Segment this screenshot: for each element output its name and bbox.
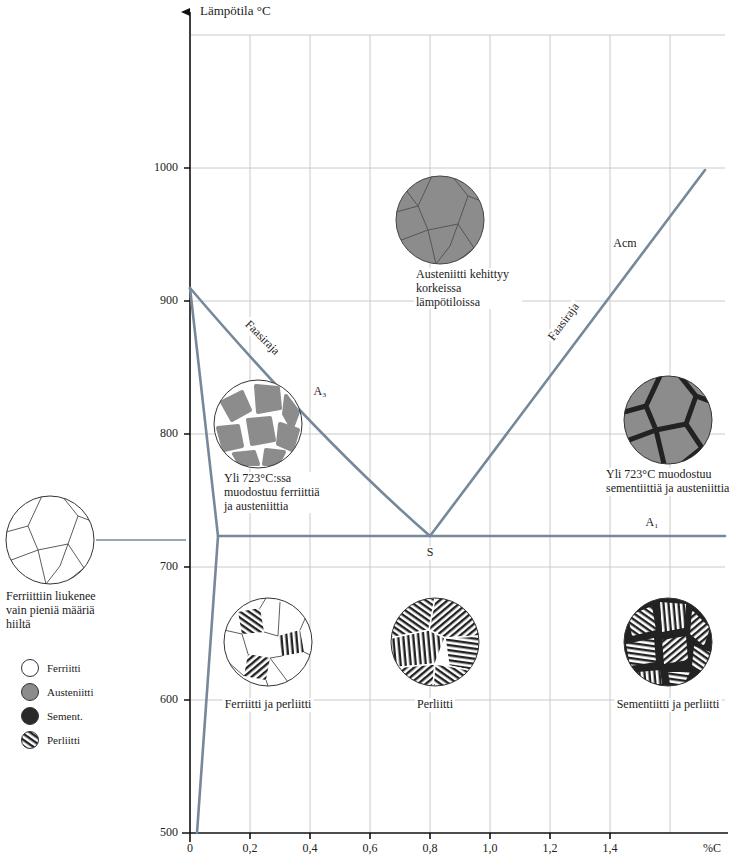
legend-row: Perliitti — [20, 730, 82, 750]
axis-unit: %C — [701, 842, 723, 856]
legend-row: Ferriitti — [20, 658, 83, 678]
legend-swatch — [20, 730, 40, 750]
tick-label: 1,4 — [601, 842, 620, 856]
cementite-pearlite-micrograph — [624, 598, 712, 686]
legend-swatch — [20, 706, 40, 726]
ferrite-austenite-micrograph — [214, 380, 302, 468]
legend-row: Sement. — [20, 706, 85, 726]
legend-text: Sement. — [45, 710, 85, 722]
ferrite-micrograph — [6, 496, 94, 584]
region-caption: Yli 723°C muodostuu sementiittiä ja aust… — [604, 468, 734, 496]
point-label: S — [425, 546, 436, 560]
micrograph-caption: Ferriitti ja perliitti — [223, 698, 314, 712]
cementite-austenite-micrograph — [624, 376, 712, 464]
tick-label: 0 — [185, 842, 195, 856]
tick-label: 1,0 — [481, 842, 500, 856]
region-caption: Austeniitti kehittyy korkeissa lämpötilo… — [414, 268, 522, 309]
legend-text: Ferriitti — [45, 662, 83, 674]
tick-label: 900 — [158, 294, 180, 308]
tick-label: 600 — [158, 693, 180, 707]
pearlite-micrograph — [391, 598, 479, 686]
austenite-micrograph — [396, 176, 484, 264]
tick-label: 0,8 — [421, 842, 440, 856]
ferrite-solvus-line — [190, 288, 218, 833]
phase-line-label: Faasiraja — [240, 316, 283, 359]
ferrite-pearlite-micrograph — [224, 598, 312, 686]
micrograph-caption: Ferriittiin liukenee vain pieniä määriä … — [4, 590, 112, 631]
phase-line-label: Faasiraja — [544, 299, 583, 345]
axis-title: Lämpötila °C — [198, 4, 273, 19]
legend-swatch — [20, 658, 40, 678]
phase-line-symbol: Acm — [611, 237, 638, 251]
phase-line-symbol: A₃ — [312, 385, 329, 399]
legend-text: Austeniitti — [45, 686, 95, 698]
region-caption: Yli 723°C:ssa muodostuu ferriittiä ja au… — [222, 472, 332, 513]
grid — [190, 35, 725, 833]
tick-label: 1,2 — [541, 842, 560, 856]
phase-line-symbol: A₁ — [644, 516, 661, 530]
leader-line — [96, 539, 186, 541]
a1-line — [218, 535, 725, 538]
tick-label: 800 — [158, 427, 180, 441]
micrograph-caption: Perliitti — [415, 698, 455, 712]
legend-swatch — [20, 682, 40, 702]
tick-label: 700 — [158, 560, 180, 574]
phase-lines — [190, 170, 725, 833]
legend-row: Austeniitti — [20, 682, 95, 702]
legend-text: Perliitti — [45, 734, 82, 746]
tick-label: 500 — [158, 826, 180, 840]
micrograph-caption: Sementiitti ja perliitti — [615, 698, 722, 712]
axes — [182, 12, 728, 845]
a3-line — [190, 288, 430, 536]
tick-label: 1000 — [152, 161, 180, 175]
tick-label: 0,2 — [241, 842, 260, 856]
tick-label: 0,6 — [361, 842, 380, 856]
tick-label: 0,4 — [301, 842, 320, 856]
